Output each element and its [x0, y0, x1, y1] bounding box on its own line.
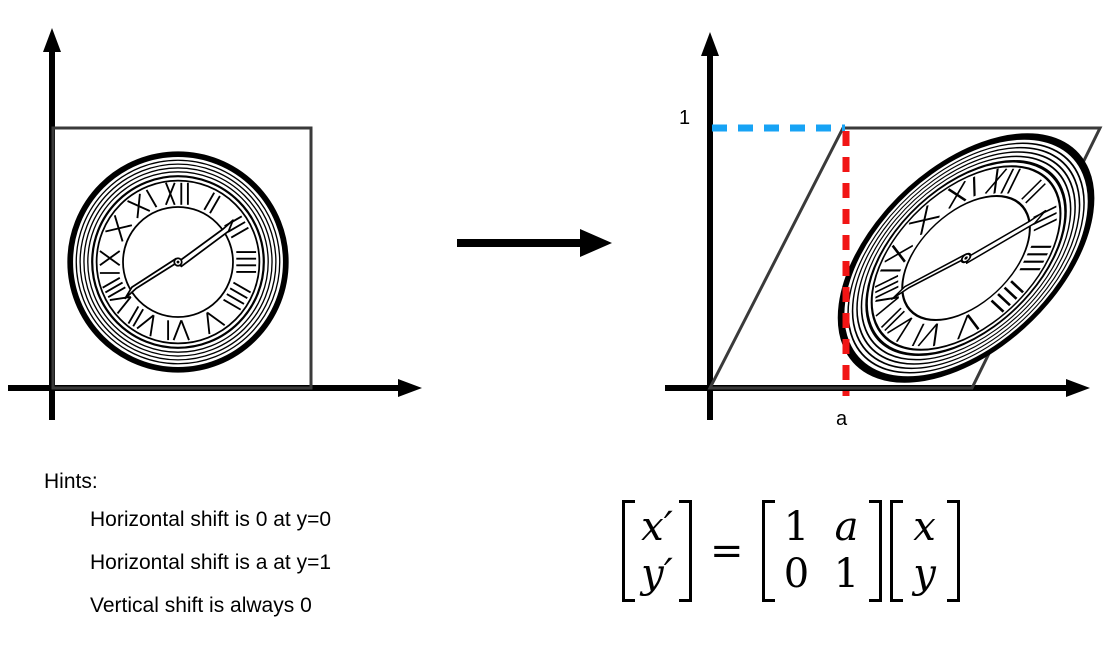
transformation-arrow: [457, 229, 612, 257]
y-axis-tick-label-one: 1: [679, 107, 691, 129]
hint-item-1: Horizontal shift is 0 at y=0: [90, 508, 332, 532]
left-panel: [8, 28, 422, 420]
matrix-cell-r1c1: 1: [783, 504, 810, 550]
equals-sign: =: [710, 528, 744, 575]
clock-original: [70, 154, 286, 370]
right-y-axis: [701, 32, 719, 420]
output-vector: x′ y′: [622, 500, 692, 603]
input-vector-x: x: [913, 504, 936, 550]
hints-title: Hints:: [44, 470, 98, 493]
matrix-cell-r2c1: 0: [783, 551, 810, 598]
matrix-cell-r2c2: 1: [833, 551, 860, 598]
shear-matrix-equation: x′ y′ = 1 a 0 1 x y: [618, 500, 964, 603]
hints-block: Hints: Horizontal shift is 0 at y=0 Hori…: [44, 470, 444, 638]
hint-item-2: Horizontal shift is a at y=1: [90, 551, 332, 575]
input-vector: x y: [889, 500, 960, 603]
matrix-cell-r1c2: a: [834, 504, 859, 550]
unit-square: [51, 126, 313, 390]
shear-matrix: 1 a 0 1: [761, 500, 882, 603]
sheared-parallelogram: [707, 126, 1103, 390]
right-panel: [665, 32, 1113, 420]
output-vector-x: x′: [641, 504, 673, 550]
input-vector-y: y: [913, 551, 936, 598]
x-axis-tick-label-a: a: [836, 408, 848, 430]
hint-item-3: Vertical shift is always 0: [90, 594, 312, 618]
hints-list: Horizontal shift is 0 at y=0 Horizontal …: [44, 509, 444, 616]
output-vector-y: y′: [641, 551, 673, 598]
